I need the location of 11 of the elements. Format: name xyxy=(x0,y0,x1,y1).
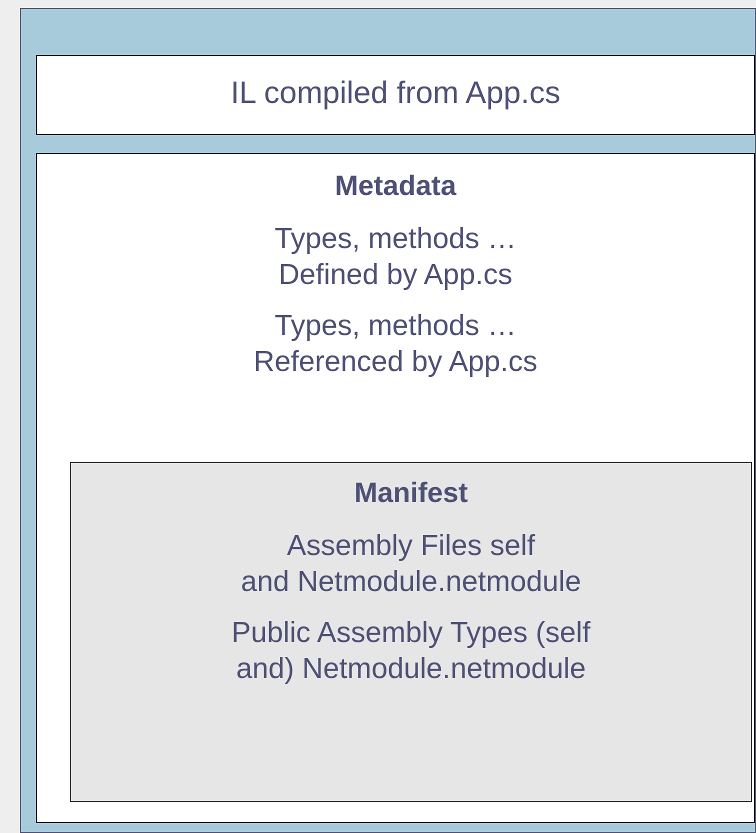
box-text: IL compiled from App.cs xyxy=(230,74,562,112)
box-heading: Metadata xyxy=(334,169,458,203)
box-text: Types, methods … Referenced by App.cs xyxy=(252,308,538,380)
box-text: Public Assembly Types (self and) Netmodule.netmodule xyxy=(230,616,592,687)
content-box xyxy=(36,153,755,823)
content-box xyxy=(70,462,752,802)
outer-panel xyxy=(20,8,756,833)
box-text: Types, methods … Defined by App.cs xyxy=(274,222,518,294)
box-heading: Manifest xyxy=(353,476,469,510)
box-text: Assembly Files self and Netmodule.netmodule xyxy=(240,529,582,600)
content-box xyxy=(36,55,755,135)
